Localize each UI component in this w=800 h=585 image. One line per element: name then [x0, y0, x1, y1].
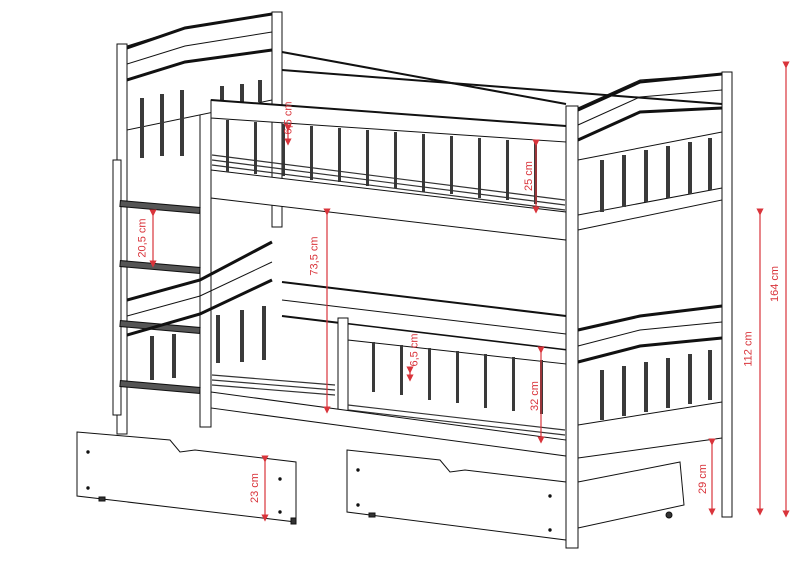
- headboard-slats-top-right: [600, 138, 712, 212]
- headboard-top-right: [577, 73, 723, 231]
- dim-label-total-height: 164 cm: [769, 265, 782, 303]
- upper-mattress-slats: [211, 154, 566, 211]
- drawer-left: [76, 431, 297, 523]
- post-front-left: [199, 101, 212, 428]
- dim-label-upper-rail-gap: 6,5 cm: [282, 101, 295, 135]
- lower-mattress-slats: [211, 374, 566, 436]
- bed-frame: [76, 11, 733, 549]
- dimension-lines: [149, 61, 790, 522]
- lower-guard-rail: [347, 323, 567, 365]
- headboard-slats-top-left: [140, 80, 262, 158]
- dim-label-drawer-height: 23 cm: [248, 473, 261, 503]
- headboard-slats-lower-left: [150, 306, 266, 380]
- ladder-step: [119, 199, 201, 215]
- upper-bed-side: [210, 169, 567, 241]
- post-back-right: [721, 71, 733, 518]
- dim-label-lower-rail-height: 32 cm: [528, 381, 541, 411]
- dim-label-upper-rail-height: 25 cm: [522, 161, 535, 191]
- post-front-right: [565, 105, 579, 549]
- ladder-step: [119, 259, 201, 275]
- drawer-right: [346, 449, 567, 541]
- upper-guard-rail: [210, 99, 567, 143]
- headboard-slats-lower-right: [600, 350, 712, 420]
- dim-label-lower-bed-height: 112 cm: [742, 331, 755, 367]
- lower-bed-side: [210, 391, 567, 457]
- drawer-right-side: [577, 461, 685, 529]
- lower-guard-post: [337, 317, 349, 424]
- ladder-rail-outer: [112, 159, 122, 416]
- dim-label-lower-rail-gap: 6,5 cm: [408, 333, 421, 367]
- dim-label-under-bed: 29 cm: [696, 464, 709, 494]
- dim-label-between-beds: 73,5 cm: [308, 236, 321, 276]
- ladder-step: [119, 379, 201, 395]
- dim-label-ladder-step-spacing: 20,5 cm: [136, 218, 149, 258]
- ladder-steps: [119, 199, 201, 395]
